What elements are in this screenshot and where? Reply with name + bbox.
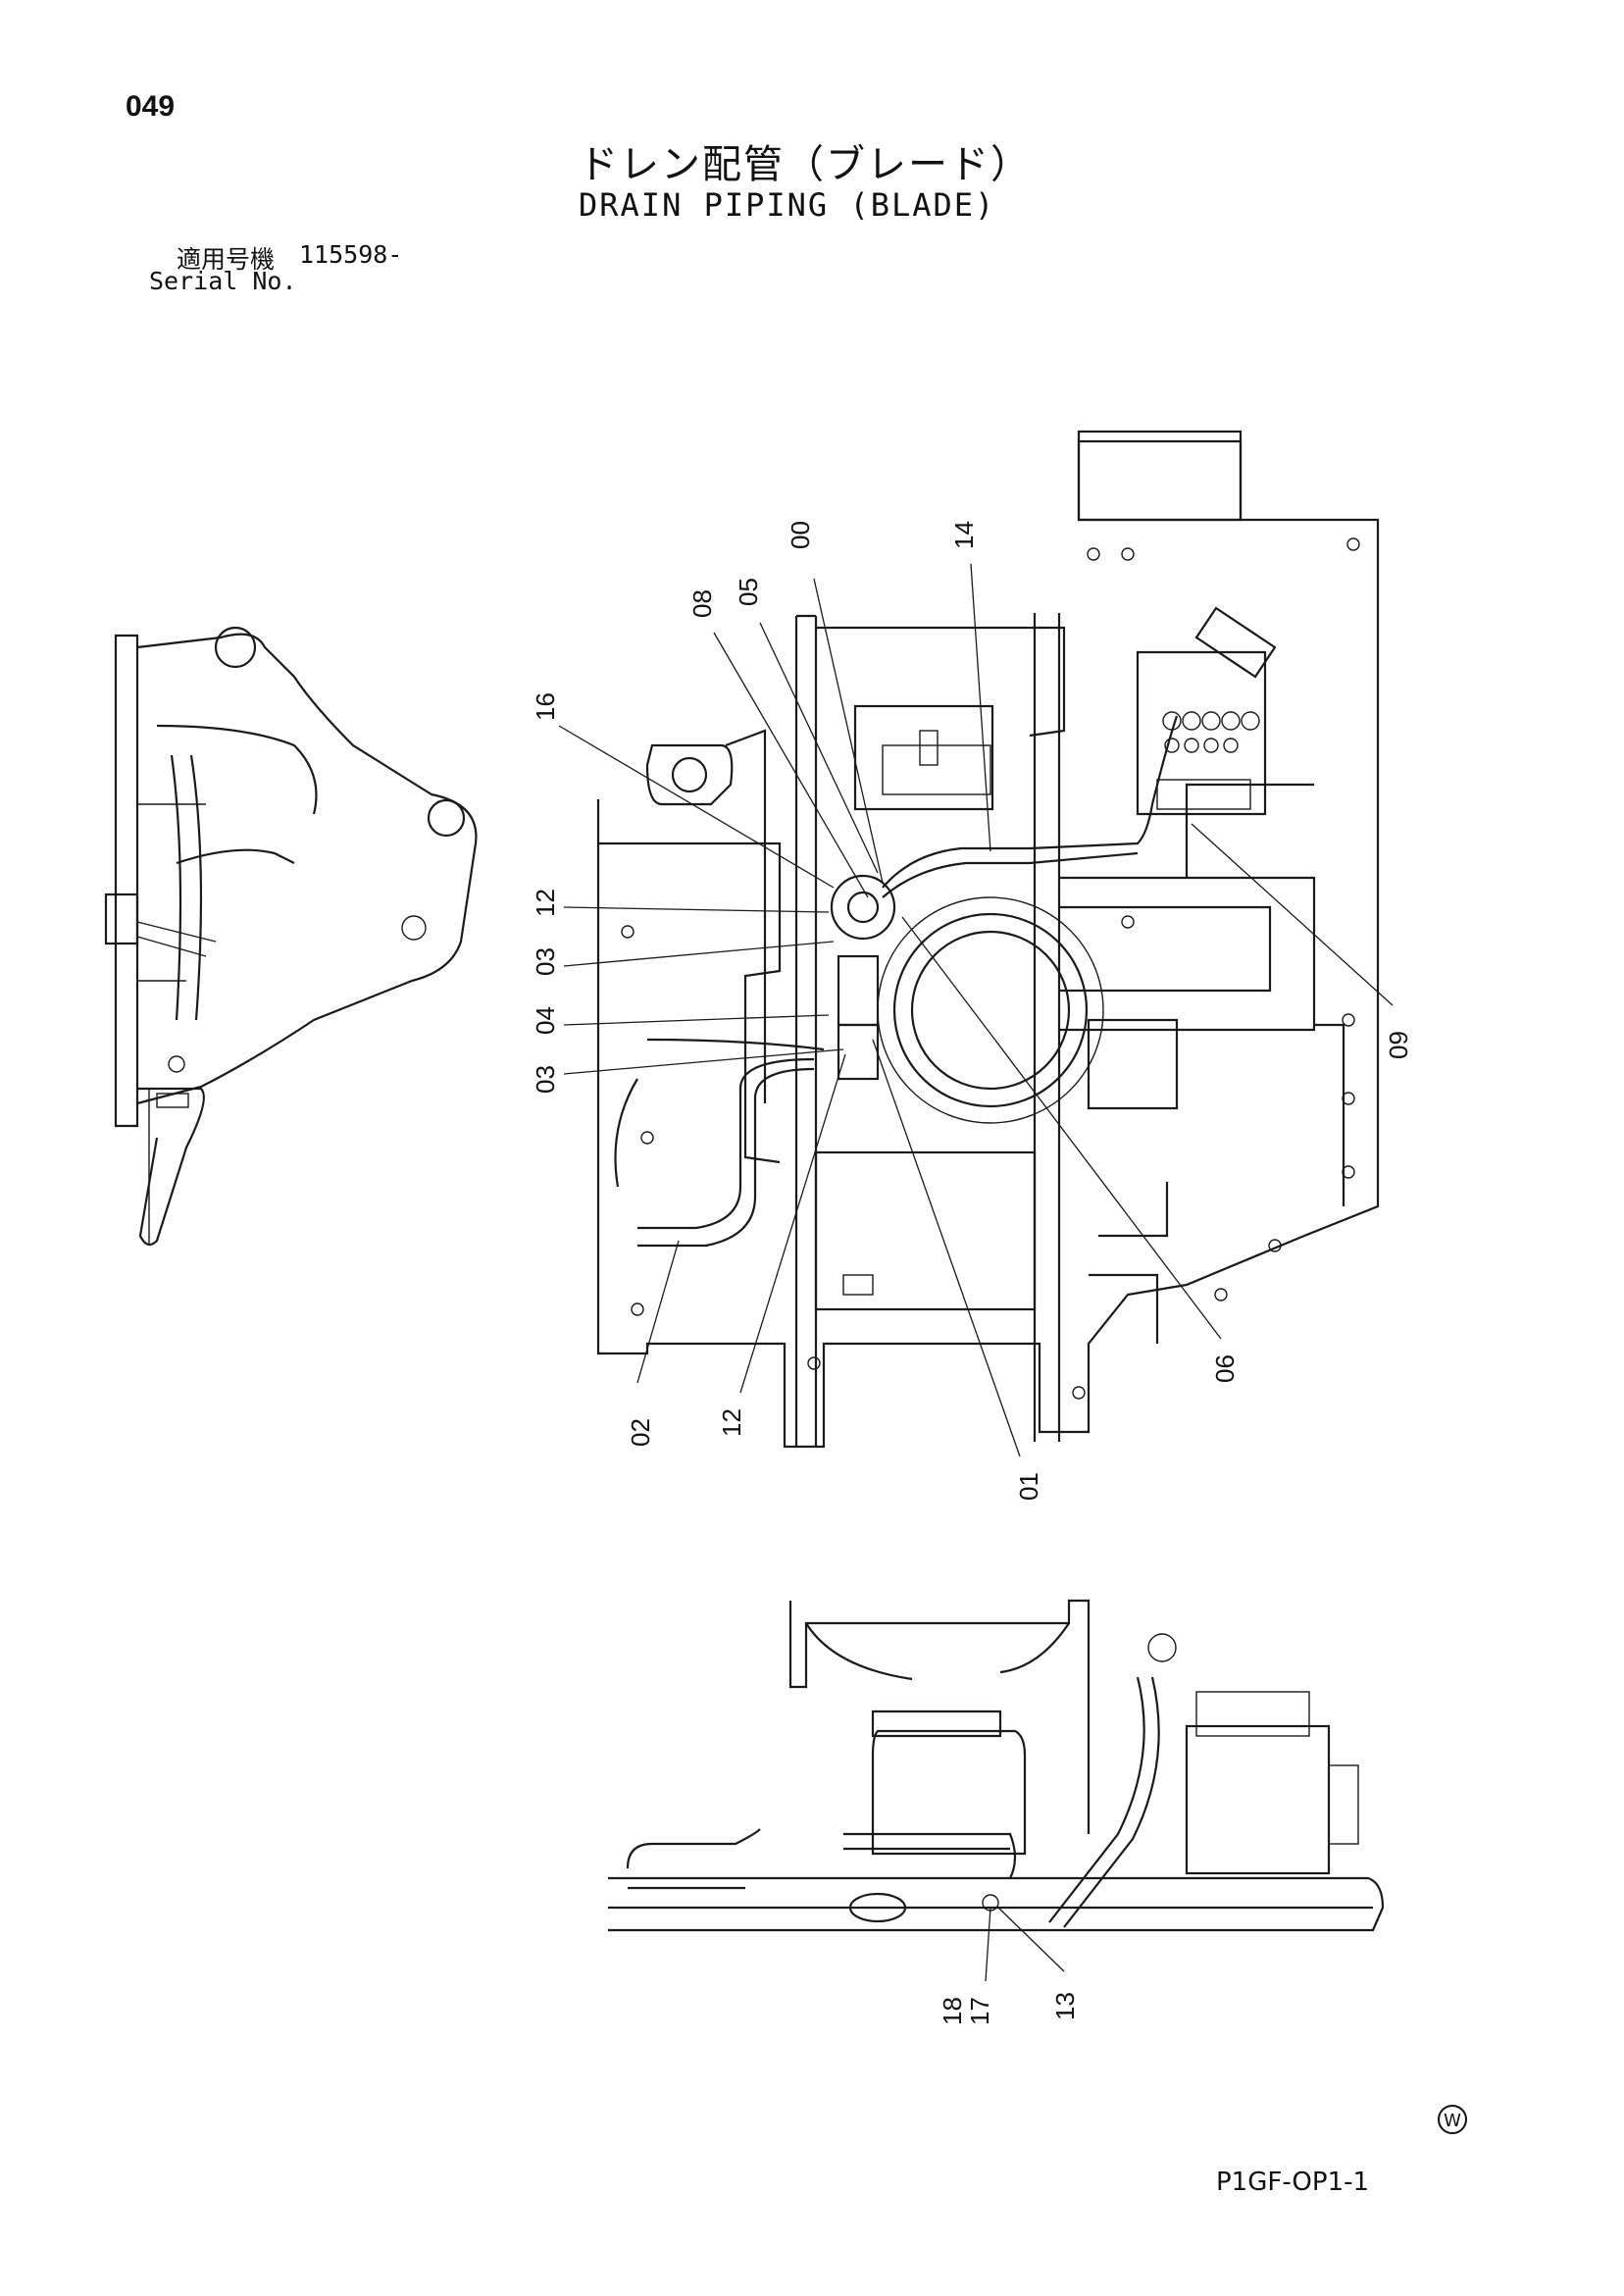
callout-12-upper: 12 [531,889,560,917]
front-view-lower [608,1599,1385,1932]
callout-03-lower: 03 [531,1065,560,1094]
callout-18: 18 [938,1997,967,2025]
page-number: 049 [126,90,176,123]
callout-12-lower: 12 [717,1408,746,1437]
callout-numbers: 00 08 05 14 16 12 03 04 03 09 06 01 12 0… [531,521,1413,2025]
callout-00: 00 [786,521,815,549]
callout-03-upper: 03 [531,947,560,976]
serial-label-english: Serial No. [149,267,297,295]
callout-06: 06 [1210,1354,1240,1383]
title-japanese: ドレン配管（ブレード） [579,142,1032,187]
callout-17: 17 [965,1997,994,2025]
leader-lines [558,563,1394,1982]
callout-09: 09 [1384,1031,1413,1059]
serial-label-japanese: 適用号機 [177,245,276,274]
callout-05: 05 [734,578,763,606]
title-english: DRAIN PIPING (BLADE) [579,186,996,224]
serial-number: 115598- [299,240,403,269]
callout-14: 14 [949,521,979,549]
top-view-upper-frame [596,430,1380,1449]
callout-01: 01 [1014,1472,1043,1501]
drawing-code: P1GF-OP1-1 [1216,2168,1370,2197]
callout-16: 16 [531,692,560,721]
side-view-blade [104,626,478,1247]
callout-02: 02 [626,1418,655,1447]
w-mark-icon: W [1438,2105,1467,2134]
callout-04: 04 [531,1006,560,1035]
callout-08: 08 [687,589,717,618]
callout-13: 13 [1050,1992,1080,2020]
